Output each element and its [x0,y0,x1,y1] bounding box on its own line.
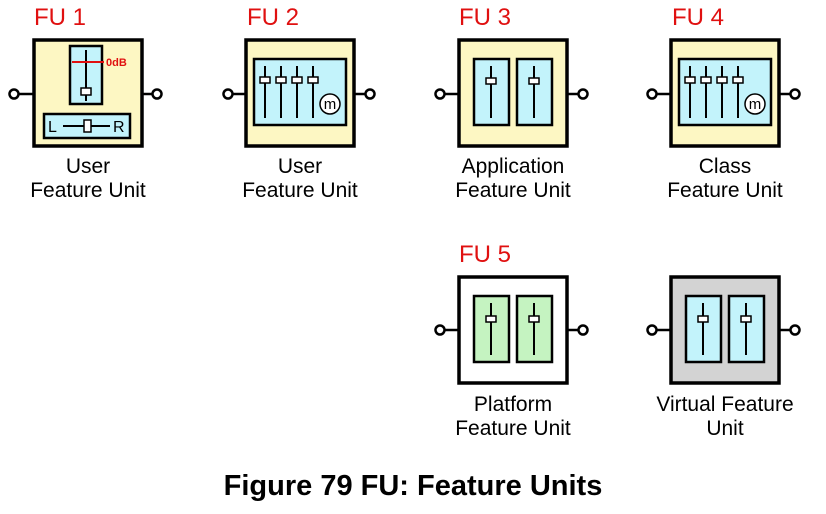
fu2-master-icon [319,93,341,115]
fu2-fader-knob-3 [291,76,303,84]
fu2-label: FU 2 [247,4,300,31]
fu2-output-terminal [364,88,376,100]
fu1-label: FU 1 [34,4,87,31]
virtual-fu-input-terminal [646,324,658,336]
fu1-block: 0dB L R [8,38,163,148]
fu1-caption: User Feature Unit [0,155,178,203]
fu2-fader-knob-4 [307,76,319,84]
fu4-fader-knob-4 [732,76,744,84]
fu4-caption-line1: Class [698,155,752,178]
fu4-caption-line2: Feature Unit [667,179,783,202]
fu1-output-terminal [151,88,163,100]
fu3-label: FU 3 [459,4,512,31]
fu3-input-terminal [434,88,446,100]
fu4-block: m [646,38,801,148]
feature-units-diagram: 0dB L R m [8,38,801,385]
fu2-caption: User Feature Unit [210,155,390,203]
fu3-fader-knob-left [485,77,497,85]
fu5-caption-line1: Platform [473,393,553,416]
fu2-fader-knob-1 [259,76,271,84]
fu1-caption-line2: Feature Unit [30,179,146,202]
fu4-output-terminal [789,88,801,100]
fu1-balance-knob [83,119,92,133]
fu2-input-terminal [222,88,234,100]
virtual-fu-caption-line2: Unit [706,417,744,440]
fu5-block [434,275,589,385]
fu2-block: m [222,38,376,148]
virtual-fu-output-terminal [789,324,801,336]
fu4-fader-knob-3 [716,76,728,84]
fu2-caption-line1: User [277,155,323,178]
fu4-input-terminal [646,88,658,100]
fu3-caption-line2: Feature Unit [455,179,571,202]
fu2-fader-panel [252,57,348,127]
virtual-fu-caption-line1: Virtual Feature [656,393,794,416]
fu5-input-terminal [434,324,446,336]
fu1-balance-left-label: L [48,119,57,136]
fu4-caption: Class Feature Unit [635,155,815,203]
fu4-master-icon [744,93,766,115]
fu3-caption-line1: Application [461,155,565,178]
fu3-output-terminal [577,88,589,100]
virtual-fu-caption: Virtual Feature Unit [635,393,815,441]
fu1-volume-fader-knob [80,87,92,96]
fu3-fader-knob-right [528,77,540,85]
fu4-fader-panel [677,57,773,127]
fu1-caption-line1: User [65,155,111,178]
fu5-fader-knob-right [528,315,540,323]
fu2-fader-knob-2 [275,76,287,84]
fu5-output-terminal [577,324,589,336]
fu2-master-label: m [324,96,337,113]
fu1-balance-right-label: R [113,119,125,136]
virtual-fu-fader-knob-right [740,315,752,323]
fu4-label: FU 4 [672,4,725,31]
fu1-zero-db-label: 0dB [106,57,127,69]
virtual-fu-block [646,275,801,385]
virtual-fu-fader-knob-left [697,315,709,323]
fu5-caption: Platform Feature Unit [423,393,603,441]
fu4-fader-knob-1 [684,76,696,84]
fu5-caption-line2: Feature Unit [455,417,571,440]
figure-title: Figure 79 FU: Feature Units [223,470,603,502]
fu4-master-label: m [749,96,762,113]
fu3-block [434,38,589,148]
fu5-label: FU 5 [459,241,512,268]
fu3-caption: Application Feature Unit [423,155,603,203]
fu5-fader-knob-left [485,315,497,323]
fu1-input-terminal [8,88,20,100]
fu4-fader-knob-2 [700,76,712,84]
fu2-caption-line2: Feature Unit [242,179,358,202]
